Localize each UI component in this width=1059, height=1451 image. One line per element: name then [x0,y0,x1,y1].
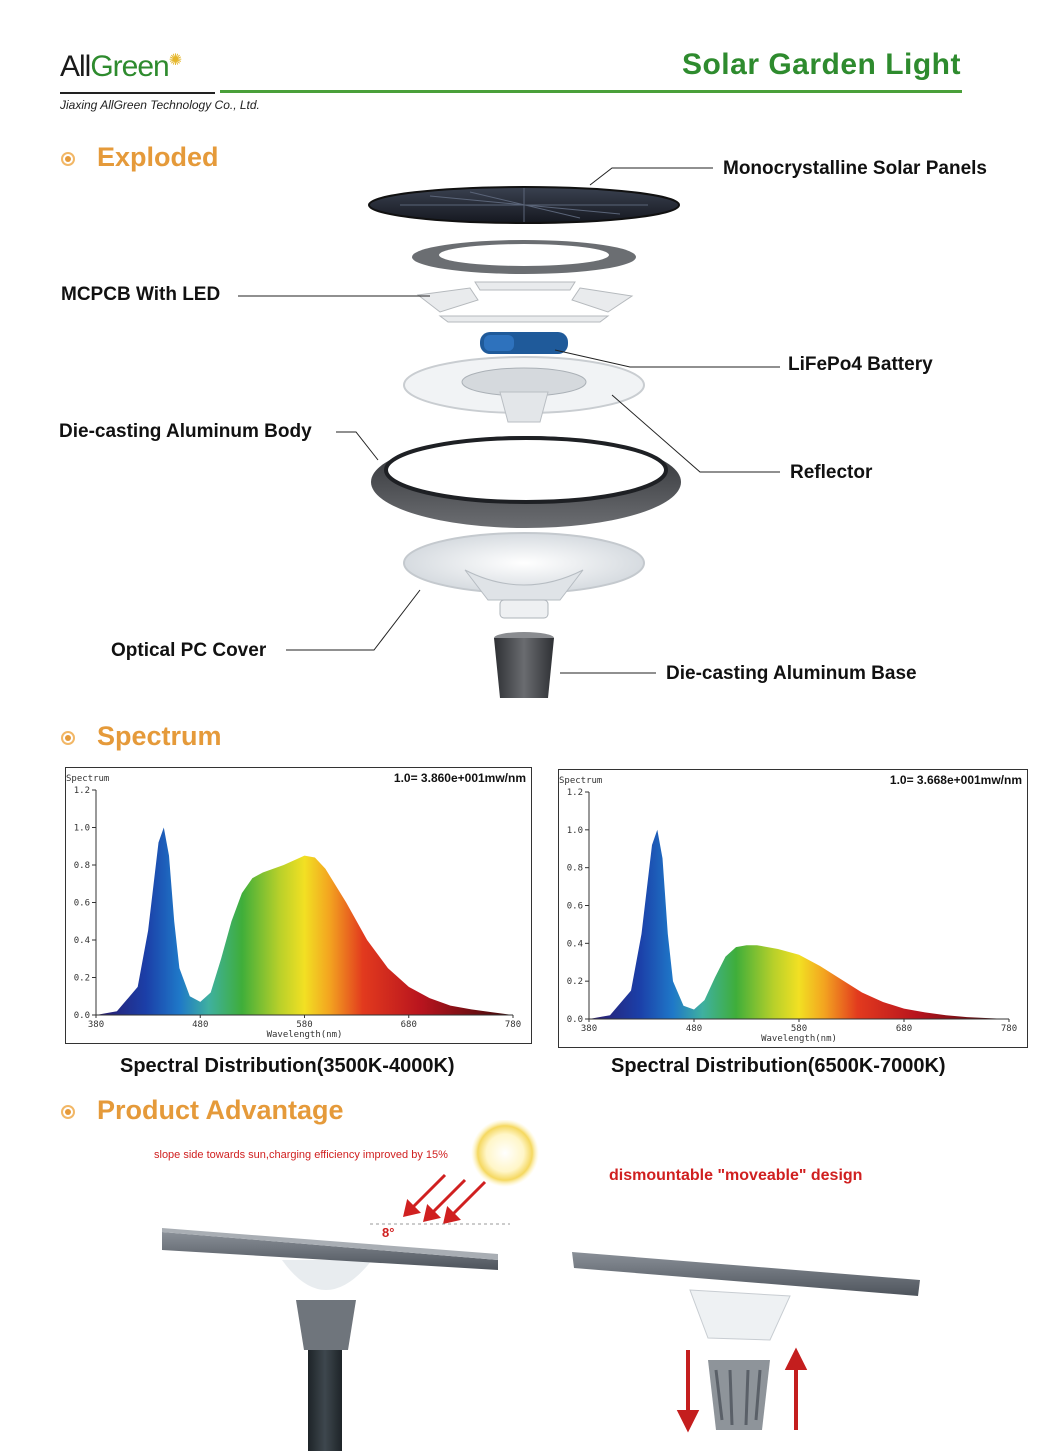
chart-corner-label: Spectrum [66,774,109,784]
page-title: Solar Garden Light [681,48,961,81]
chart-1-caption: Spectral Distribution(3500K-4000K) [120,1055,455,1077]
aluminum-base-part [494,632,554,698]
section-title-advantage: Product Advantage [97,1095,344,1125]
spectrum-chart-2: 0.0 0.2 0.4 0.6 0.8 1.0 1.2 380 480 580 680 780Wave… [559,773,1022,1044]
x-tick-label: 680 [401,1020,417,1030]
y-tick-label: 0.6 [74,899,90,909]
battery-part [480,332,568,354]
spectrum-area-2 [589,829,1009,1019]
advantage-illustration [162,1120,920,1451]
title-underline [220,90,962,93]
reflector-part [403,356,645,423]
sun-icon [471,1120,539,1187]
trim-ring-part [412,240,636,274]
y-tick-label: 0.6 [567,902,583,912]
x-tick-label: 680 [896,1024,912,1034]
x-tick-label: 780 [1001,1024,1017,1034]
chart-2-caption: Spectral Distribution(6500K-7000K) [611,1055,946,1077]
chart-corner-label: Spectrum [559,776,602,786]
y-tick-label: 0.2 [567,977,583,987]
sun-icon: ✺ [168,52,182,69]
logo-text-prefix: All [60,50,91,83]
exploded-diagram [238,167,780,698]
chart-title: 1.0= 3.668e+001mw/nm [890,773,1022,787]
spectrum-area-1 [96,827,513,1015]
sunlight-arrows [402,1173,487,1225]
mcpcb-part [416,281,634,323]
x-tick-label: 580 [791,1024,807,1034]
y-tick-label: 1.0 [74,824,90,834]
logo-text-suffix: Green [90,50,169,83]
section-bullet-icon [61,1105,75,1119]
tilt-angle: 8° [382,1225,395,1240]
x-tick-label: 380 [88,1020,104,1030]
chart-title: 1.0= 3.860e+001mw/nm [394,771,526,785]
y-tick-label: 0.0 [74,1011,90,1021]
y-tick-label: 1.0 [567,826,583,836]
label-battery: LiFePo4 Battery [788,354,933,375]
detach-arrows [676,1347,808,1433]
section-bullet-icon [61,152,75,166]
label-mcpcb: MCPCB With LED [61,284,221,305]
logo-underline [60,92,215,94]
company-name: Jiaxing AllGreen Technology Co., Ltd. [60,98,260,112]
section-bullet-icon [61,731,75,745]
label-aluminum-base: Die-casting Aluminum Base [666,663,917,684]
y-tick-label: 0.4 [567,939,583,949]
label-reflector: Reflector [790,462,873,483]
slope-note: slope side towards sun,charging efficien… [154,1149,448,1161]
y-tick-label: 0.4 [74,936,90,946]
leader-lines [238,167,780,674]
x-tick-label: 580 [296,1020,312,1030]
y-tick-label: 0.8 [567,864,583,874]
x-tick-label: 780 [505,1020,521,1030]
section-title-exploded: Exploded [97,142,219,172]
x-axis-label: Wavelength(nm) [267,1030,343,1040]
y-tick-label: 1.2 [74,786,90,796]
section-title-spectrum: Spectrum [97,721,222,751]
label-aluminum-body: Die-casting Aluminum Body [59,421,312,442]
label-solar-panels: Monocrystalline Solar Panels [723,158,987,179]
label-optical-cover: Optical PC Cover [111,640,267,661]
x-tick-label: 480 [192,1020,208,1030]
design-note: dismountable "moveable" design [609,1167,863,1184]
x-tick-label: 380 [581,1024,597,1034]
y-tick-label: 0.8 [74,861,90,871]
aluminum-body-part [371,436,681,528]
moveable-lamp [572,1252,920,1430]
x-axis-label: Wavelength(nm) [761,1034,837,1044]
optical-cover-part [403,532,645,619]
x-tick-label: 480 [686,1024,702,1034]
y-tick-label: 1.2 [567,788,583,798]
spectrum-chart-1: 0.0 0.2 0.4 0.6 0.8 1.0 1.2 380 480 580 680 780Wave… [66,771,526,1040]
company-logo: AllGreen✺ [60,50,182,84]
y-tick-label: 0.0 [567,1015,583,1025]
solar-panel-part [368,186,680,224]
tilted-lamp [162,1228,498,1451]
y-tick-label: 0.2 [74,974,90,984]
